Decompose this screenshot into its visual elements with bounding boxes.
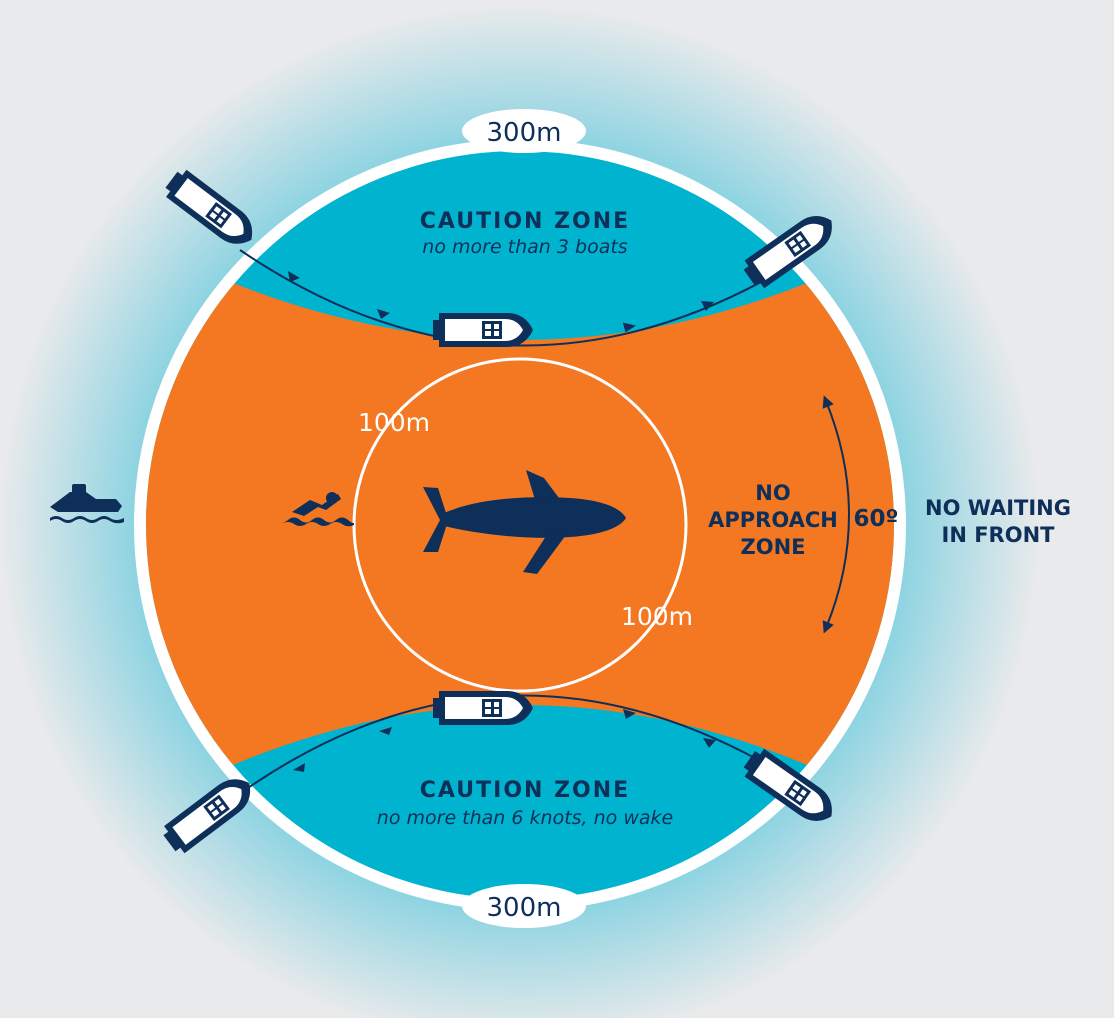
distance-label-outer-bottom: 300m [487,893,562,923]
no-approach-label: NO APPROACH ZONE [708,481,838,559]
bottom-caution-title: CAUTION ZONE [420,778,630,803]
angle-arc [822,395,850,634]
distance-label-outer-top: 300m [487,118,562,148]
angle-label: 60º [854,506,899,532]
top-caution-title: CAUTION ZONE [420,209,630,234]
side-note-line-1: NO WAITING [925,496,1071,520]
bottom-boat-path [244,694,813,793]
whale-icon [423,470,626,574]
no-approach-line-2: APPROACH [708,508,838,532]
no-approach-line-1: NO [755,481,790,505]
top-caution-note: no more than 3 boats [422,236,628,258]
bottom-path-arrows [293,709,716,772]
bottom-caution-note: no more than 6 knots, no wake [377,807,673,829]
distance-label-inner-right: 100m [621,602,693,631]
top-path-arrows [288,271,714,333]
distance-pill-bottom: 300m [462,884,586,928]
distance-label-inner-left: 100m [358,408,430,437]
distance-pill-top: 300m [462,109,586,153]
no-approach-line-3: ZONE [741,535,806,559]
boat-icon [433,691,533,725]
boat-icon [433,313,533,347]
jet-ski-icon [50,484,124,524]
top-boat-path [239,249,813,347]
side-note-line-2: IN FRONT [942,523,1056,547]
swimmer-icon [282,492,354,527]
